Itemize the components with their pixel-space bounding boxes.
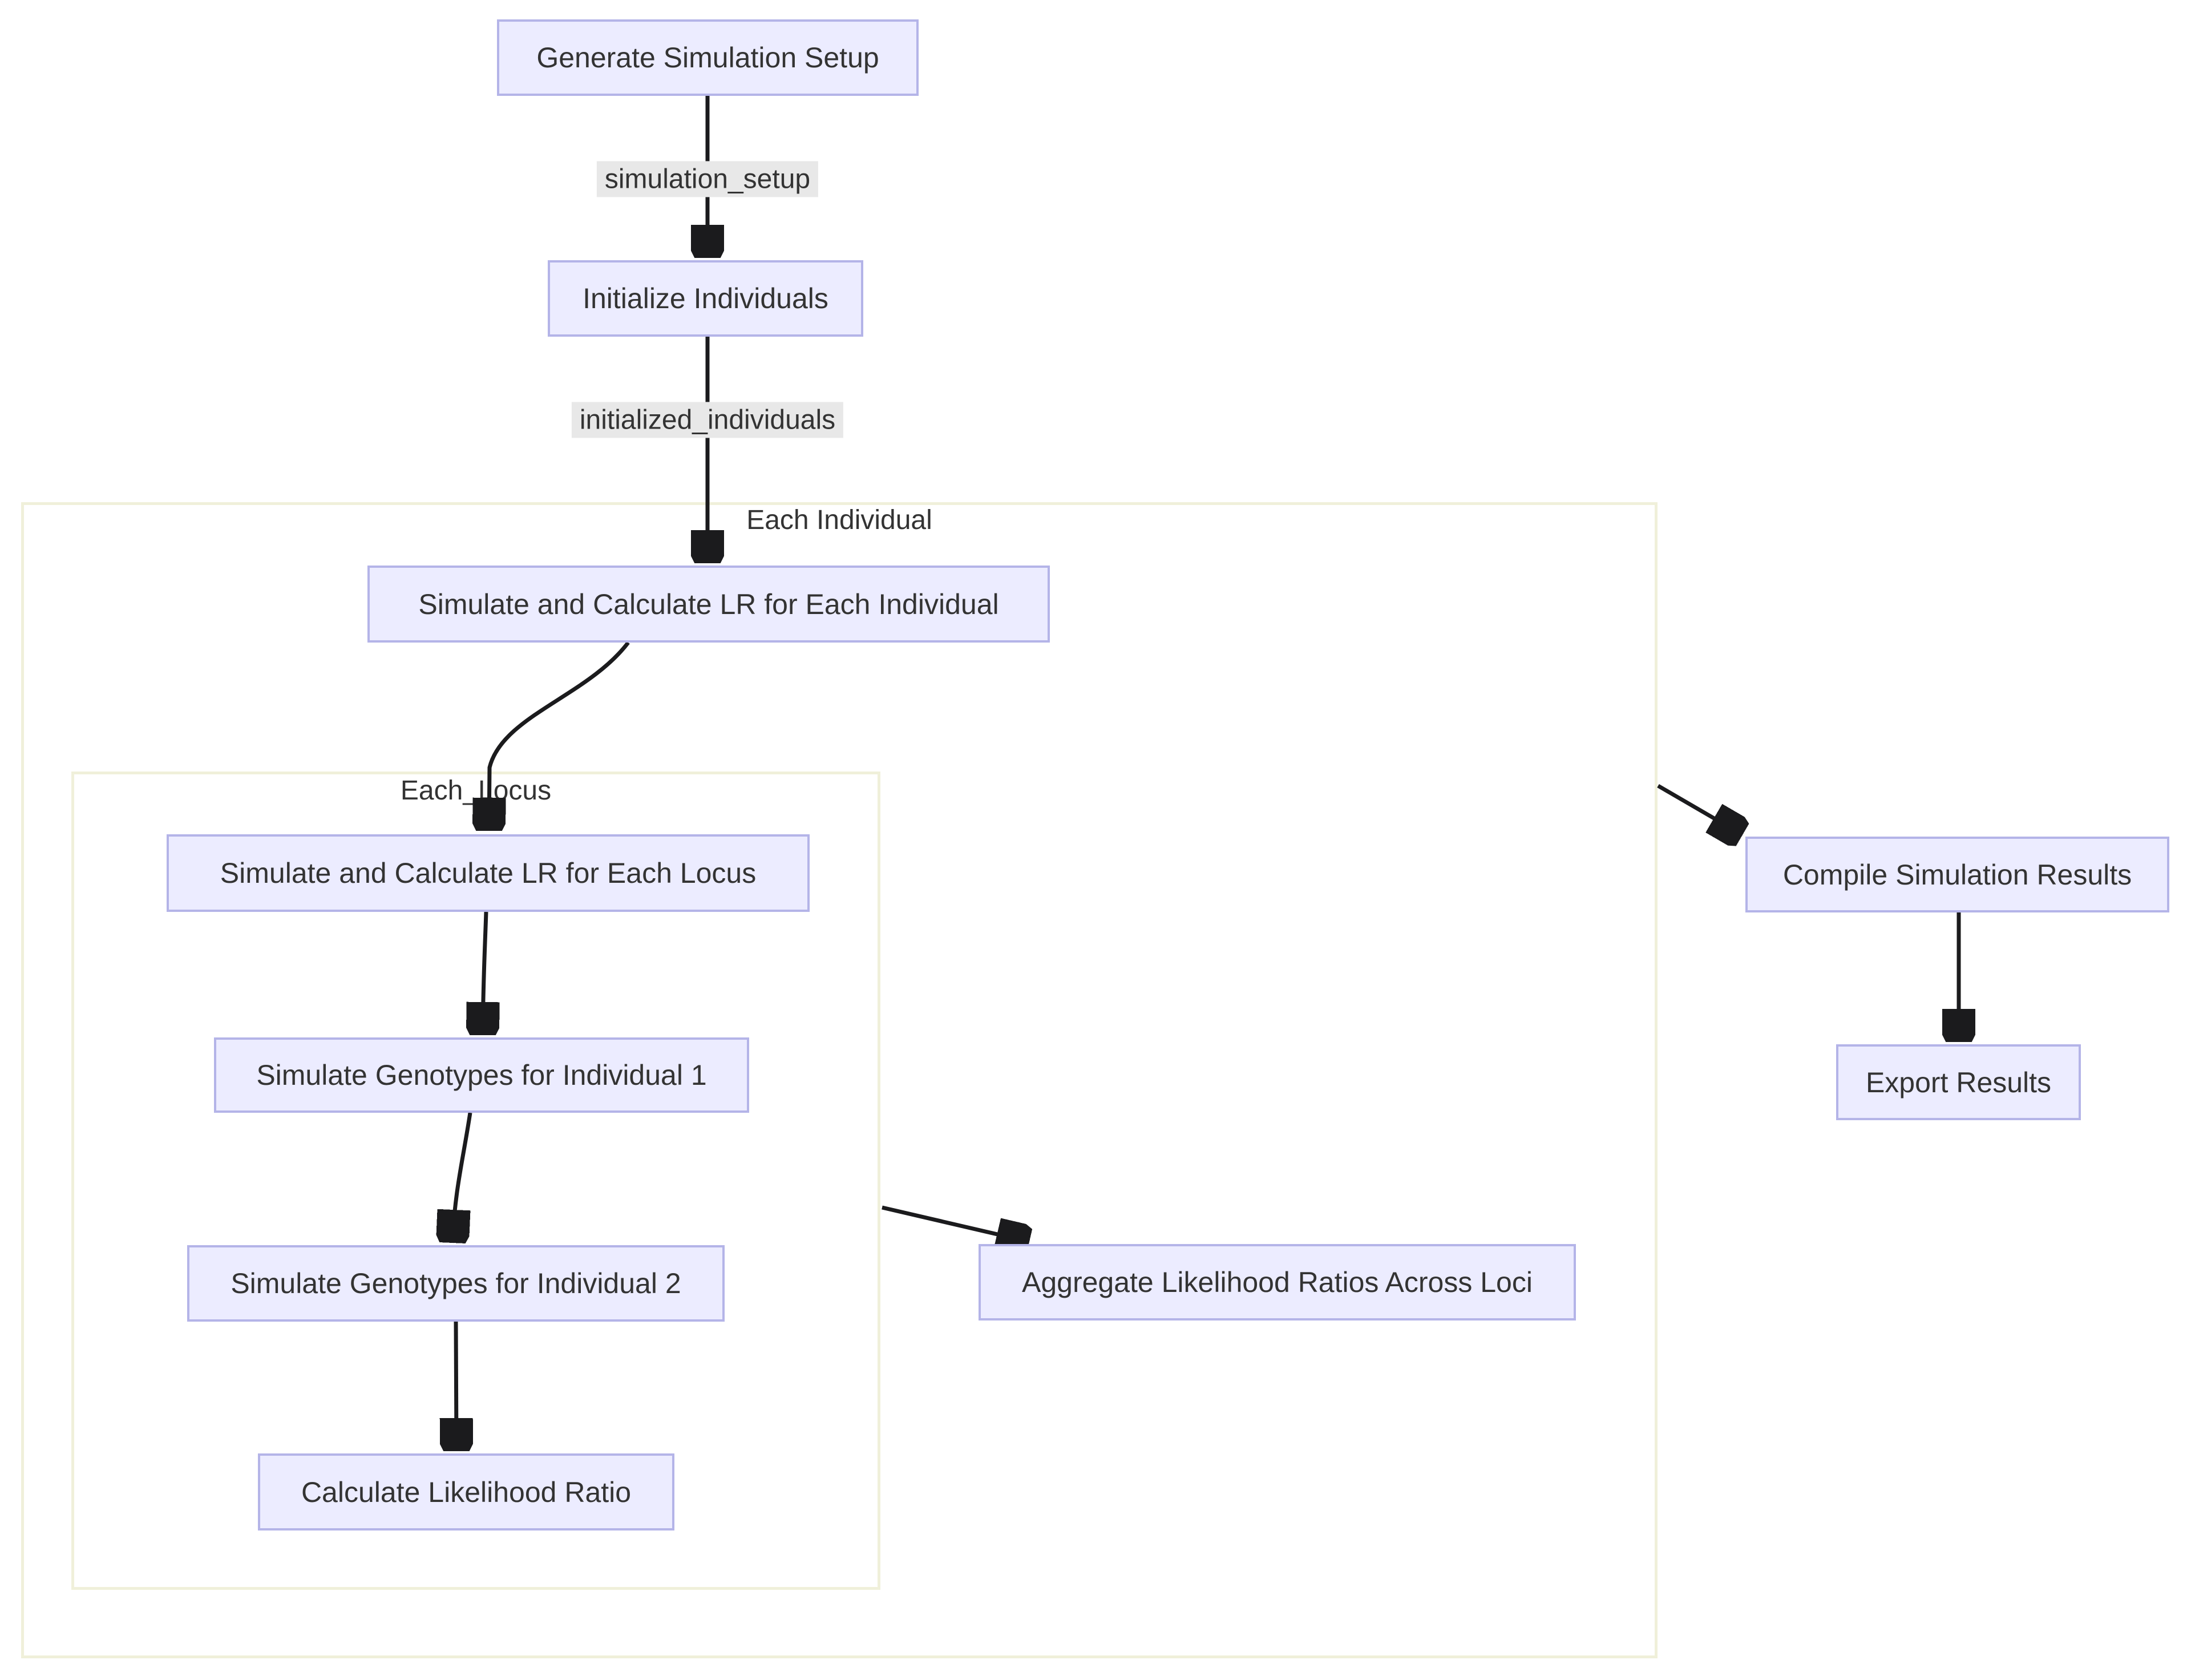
node-aggregate-likelihood-ratios: Aggregate Likelihood Ratios Across Loci [979,1244,1576,1320]
edge-label-simulation-setup: simulation_setup [596,161,819,197]
node-simulate-lr-each-individual: Simulate and Calculate LR for Each Indiv… [367,566,1050,643]
edge-each-individual-to-compile [1657,784,1743,835]
cluster-each-individual [21,502,1658,1658]
edge-genotypes-1-to-genotypes-2 [452,1112,472,1243]
edge-simulate-locus-to-genotypes-1 [483,911,486,1035]
edge-label-initialized-individuals: initialized_individuals [571,402,844,438]
node-simulate-genotypes-individual-2: Simulate Genotypes for Individual 2 [187,1245,725,1322]
cluster-each-individual-title: Each Individual [746,505,932,535]
cluster-each-locus [71,772,880,1590]
node-initialize-individuals: Initialize Individuals [548,260,863,337]
node-simulate-genotypes-individual-1: Simulate Genotypes for Individual 1 [214,1037,749,1113]
edge-simulate-individual-to-simulate-locus [489,641,630,831]
node-export-results: Export Results [1836,1044,2081,1120]
node-calculate-likelihood-ratio: Calculate Likelihood Ratio [258,1453,674,1530]
node-generate-simulation-setup: Generate Simulation Setup [497,19,919,96]
edge-each-locus-to-aggregate [882,1205,1029,1242]
node-compile-simulation-results: Compile Simulation Results [1745,837,2169,912]
node-simulate-lr-each-locus: Simulate and Calculate LR for Each Locus [167,834,810,912]
